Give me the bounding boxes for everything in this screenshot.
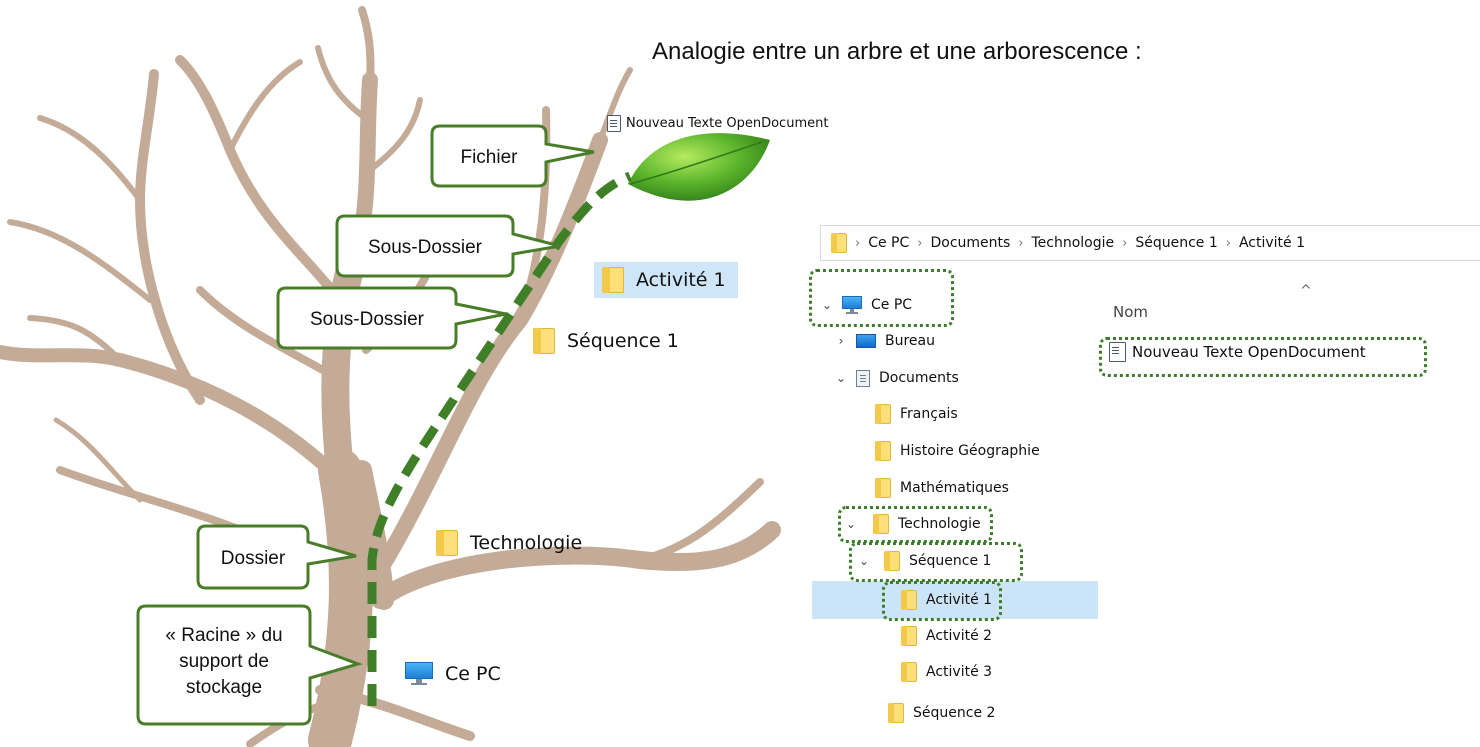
file-item-name: Nouveau Texte OpenDocument [1132, 343, 1366, 361]
tree-label-pc: Ce PC [405, 662, 501, 686]
folder-icon [888, 703, 904, 723]
nav-item-label: Technologie [898, 516, 981, 532]
nav-item-technologie[interactable]: ⌄ Technologie [844, 509, 981, 539]
highlight-file [1099, 337, 1427, 377]
leaf [628, 133, 770, 201]
highlight-activite-1 [882, 581, 1002, 621]
nav-item-label: Ce PC [871, 297, 913, 313]
file-item[interactable]: Nouveau Texte OpenDocument [1109, 342, 1366, 362]
nav-item-label: Documents [879, 370, 959, 386]
nav-item-label: Activité 2 [926, 628, 993, 644]
nav-item-label: Mathématiques [900, 480, 1009, 496]
nav-item-sequence-1[interactable]: ⌄ Séquence 1 [857, 546, 991, 576]
highlight-ce-pc [809, 269, 954, 327]
folder-icon [901, 626, 917, 646]
document-icon [607, 115, 621, 132]
nav-item-activite-2[interactable]: Activité 2 [901, 621, 992, 651]
callout-sous-dossier-1: Sous-Dossier [335, 214, 561, 278]
nav-item-histoire-geographie[interactable]: Histoire Géographie [875, 436, 1040, 466]
chevron-right-icon: › [917, 235, 923, 251]
callout-sous-dossier-1-text: Sous-Dossier [368, 237, 483, 258]
folder-icon [875, 404, 891, 424]
callout-fichier: Fichier [430, 124, 595, 188]
tree-file-text: Nouveau Texte OpenDocument [626, 116, 829, 131]
nav-item-activite-3[interactable]: Activité 3 [901, 657, 992, 687]
chevron-right-icon: › [1122, 235, 1128, 251]
sort-caret-icon[interactable]: ^ [1300, 283, 1312, 299]
chevron-right-icon: › [855, 235, 861, 251]
folder-icon [901, 590, 917, 610]
nav-item-label: Bureau [885, 333, 935, 349]
folder-icon [533, 328, 555, 354]
tree-label-pc-text: Ce PC [445, 663, 501, 685]
folder-icon [901, 662, 917, 682]
folder-icon [875, 478, 891, 498]
nav-item-label: Activité 3 [926, 664, 993, 680]
breadcrumb-ce-pc[interactable]: ›Ce PC [855, 235, 910, 251]
callout-sous-dossier-2: Sous-Dossier [276, 286, 507, 350]
nav-item-label: Activité 1 [926, 592, 993, 608]
folder-icon [873, 514, 889, 534]
nav-item-activite-1[interactable]: Activité 1 [901, 585, 992, 615]
nav-item-label: Séquence 2 [913, 705, 996, 721]
chevron-down-icon[interactable]: ⌄ [835, 371, 847, 385]
documents-icon [856, 369, 870, 387]
callout-racine: « Racine » du support de stockage [136, 604, 363, 726]
callout-racine-line1: « Racine » du [165, 625, 282, 646]
highlight-sequence-1 [849, 542, 1023, 582]
highlight-technologie [838, 506, 993, 543]
callout-dossier: Dossier [196, 524, 357, 590]
nav-item-mathematiques[interactable]: Mathématiques [875, 473, 1009, 503]
nav-item-bureau[interactable]: › Bureau [834, 326, 935, 356]
nav-item-label: Séquence 1 [909, 553, 992, 569]
chevron-down-icon[interactable]: ⌄ [845, 517, 857, 531]
selected-row-highlight [812, 581, 1098, 619]
tree-label-technologie-text: Technologie [470, 532, 583, 554]
pc-icon [842, 296, 862, 314]
nav-item-label: Français [900, 406, 958, 422]
desktop-icon [856, 334, 876, 348]
folder-icon [436, 530, 458, 556]
callout-fichier-text: Fichier [460, 147, 518, 168]
breadcrumb-activite-1[interactable]: ›Activité 1 [1225, 235, 1306, 251]
callout-racine-line3: stockage [186, 677, 262, 698]
chevron-right-icon: › [1225, 235, 1231, 251]
breadcrumb-technologie[interactable]: ›Technologie [1018, 235, 1115, 251]
folder-icon [884, 551, 900, 571]
document-icon [1109, 342, 1126, 362]
tree-label-activite: Activité 1 [594, 262, 738, 298]
diagram-heading: Analogie entre un arbre et une arboresce… [652, 38, 1142, 65]
tree-label-sequence-text: Séquence 1 [567, 330, 679, 352]
chevron-right-icon: › [1018, 235, 1024, 251]
nav-item-label: Histoire Géographie [900, 443, 1040, 459]
tree-file-label: Nouveau Texte OpenDocument [607, 115, 828, 132]
nav-item-ce-pc[interactable]: ⌄ Ce PC [820, 290, 912, 320]
tree-branches [0, 6, 781, 747]
breadcrumb-sequence-1[interactable]: ›Séquence 1 [1122, 235, 1218, 251]
nav-item-documents[interactable]: ⌄ Documents [834, 363, 959, 393]
path-line [367, 171, 632, 706]
callout-dossier-text: Dossier [221, 548, 286, 569]
breadcrumb-documents[interactable]: ›Documents [917, 235, 1011, 251]
tree-label-sequence: Séquence 1 [533, 328, 679, 354]
tree-label-activite-text: Activité 1 [636, 269, 726, 291]
callout-racine-line2: support de [179, 651, 269, 672]
file-explorer: ›Ce PC ›Documents ›Technologie ›Séquence… [809, 225, 1480, 747]
folder-icon [875, 441, 891, 461]
chevron-down-icon[interactable]: ⌄ [858, 554, 870, 568]
folder-icon [831, 233, 847, 253]
chevron-right-icon[interactable]: › [838, 334, 844, 348]
nav-item-sequence-2[interactable]: Séquence 2 [888, 698, 995, 728]
nav-item-francais[interactable]: Français [875, 399, 958, 429]
address-bar[interactable]: ›Ce PC ›Documents ›Technologie ›Séquence… [820, 225, 1480, 261]
tree-label-technologie: Technologie [436, 530, 582, 556]
callout-sous-dossier-2-text: Sous-Dossier [310, 309, 425, 330]
folder-icon [602, 267, 624, 293]
column-header-nom[interactable]: Nom [1113, 303, 1149, 321]
pc-icon [405, 662, 433, 686]
chevron-down-icon[interactable]: ⌄ [821, 298, 833, 312]
